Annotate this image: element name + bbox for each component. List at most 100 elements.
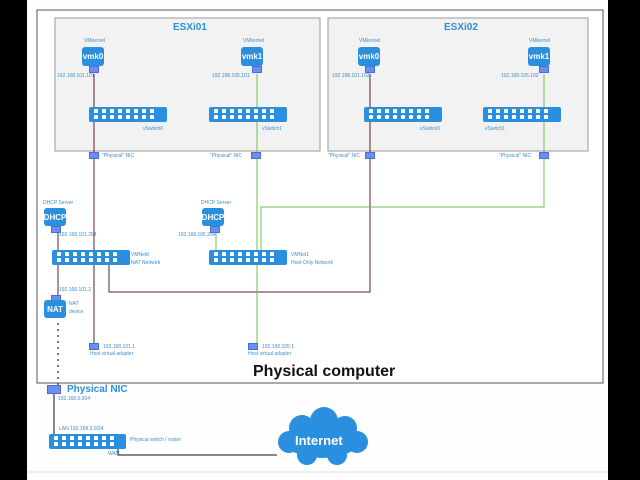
switch-port (118, 109, 122, 113)
physical-switch-label: Physical switch / router (130, 437, 182, 443)
switch-port (102, 115, 106, 119)
switch-port (230, 252, 234, 256)
switch-port (246, 252, 250, 256)
switch-port (62, 442, 66, 446)
switch-port (262, 115, 266, 119)
esxi02-vswitch0[interactable] (364, 107, 442, 122)
esxi02-vmk1-caption: VMkernel (529, 38, 551, 44)
esxi01-vmk1-caption: VMkernel (243, 38, 265, 44)
lan-label: LAN 192.168.0.0/24 (59, 426, 104, 432)
switch-port (528, 115, 532, 119)
switch-port (270, 252, 274, 256)
switch-port (126, 115, 130, 119)
esxi02-vmk1[interactable]: vmk1 (528, 47, 550, 66)
switch-port (214, 252, 218, 256)
nat-host-adapter-ip: 192.168.101.1 (103, 344, 135, 350)
switch-port (262, 252, 266, 256)
switch-port (57, 252, 61, 256)
switch-port (425, 109, 429, 113)
esxi01-vswitch0-label: vSwitch0 (143, 126, 164, 132)
switch-port (65, 258, 69, 262)
switch-port (504, 115, 508, 119)
nat-device-ip: 192.168.101.2 (59, 287, 91, 293)
switch-port (222, 252, 226, 256)
switch-port (544, 109, 548, 113)
switch-port (70, 436, 74, 440)
switch-port (246, 109, 250, 113)
switch-port (110, 436, 114, 440)
esxi02-vmk0[interactable]: vmk0 (358, 47, 380, 66)
switch-port (57, 258, 61, 262)
switch-port (150, 115, 154, 119)
switch-port (238, 252, 242, 256)
diagram-canvas: ESXi01 VMkernel vmk0 192.168.101.101 VMk… (27, 0, 608, 480)
esxi02-title: ESXi02 (444, 22, 478, 33)
vmnet8-switch[interactable] (52, 250, 130, 265)
switch-port (393, 115, 397, 119)
switch-port (62, 436, 66, 440)
switch-port (238, 258, 242, 262)
switch-port (254, 115, 258, 119)
esxi01-nic0-label: "Physical" NIC (102, 153, 135, 159)
switch-port (369, 109, 373, 113)
esxi02-vmk0-nic-icon (365, 66, 375, 73)
switch-port (73, 258, 77, 262)
hostonly-dhcp-server[interactable]: DHCP (202, 208, 224, 226)
esxi01-vmk1-nic-icon (252, 66, 262, 73)
nat-device[interactable]: NAT (44, 300, 66, 318)
vmnet1-switch[interactable] (209, 250, 287, 265)
switch-port (393, 109, 397, 113)
switch-port (230, 109, 234, 113)
switch-port (385, 109, 389, 113)
switch-port (105, 252, 109, 256)
switch-port (214, 109, 218, 113)
esxi01-vmk1[interactable]: vmk1 (241, 47, 263, 66)
switch-port (488, 115, 492, 119)
switch-port (86, 436, 90, 440)
esxi02-vswitch1[interactable] (483, 107, 561, 122)
esxi01-vswitch0[interactable] (89, 107, 167, 122)
vmnet1-name: VMNet1 (291, 252, 310, 258)
switch-port (97, 258, 101, 262)
hostonly-dhcp-nic-icon (210, 226, 220, 233)
hostonly-dhcp-ip: 192.168.105.254 (178, 232, 216, 238)
esxi02-nic1-label: "Physical" NIC (499, 153, 532, 159)
physical-switch-router[interactable] (49, 434, 126, 449)
switch-port (230, 258, 234, 262)
hostonly-host-adapter-ip: 192.168.105.1 (262, 344, 294, 350)
esxi02-vswitch0-label: vSwitch0 (420, 126, 441, 132)
esxi01-vmk0-ip: 192.168.101.101 (57, 73, 95, 79)
switch-port (544, 115, 548, 119)
switch-port (417, 115, 421, 119)
switch-port (142, 109, 146, 113)
switch-port (230, 115, 234, 119)
physical-computer-title: Physical computer (253, 363, 396, 380)
switch-port (536, 109, 540, 113)
switch-port (150, 109, 154, 113)
hostonly-dhcp-caption: DHCP Server (201, 200, 232, 206)
esxi01-vswitch1[interactable] (209, 107, 287, 122)
switch-port (254, 109, 258, 113)
switch-port (54, 436, 58, 440)
switch-port (97, 252, 101, 256)
internet-cloud-icon (278, 407, 368, 465)
switch-port (78, 436, 82, 440)
esxi01-vmk1-ip: 192.168.105.101 (212, 73, 250, 79)
switch-port (262, 109, 266, 113)
nat-host-adapter-icon (89, 343, 99, 350)
esxi01-vmk0[interactable]: vmk0 (82, 47, 104, 66)
switch-port (65, 252, 69, 256)
wan-label: WAN (108, 451, 120, 457)
esxi02-vswitch1-label: vSwitch1 (485, 126, 506, 132)
nat-dhcp-ip: 192.168.101.254 (59, 232, 97, 238)
switch-port (113, 258, 117, 262)
switch-port (246, 258, 250, 262)
physical-nic-icon (47, 385, 61, 394)
nat-dhcp-nic-icon (51, 226, 61, 233)
switch-port (110, 115, 114, 119)
switch-port (81, 258, 85, 262)
nat-dhcp-server[interactable]: DHCP (44, 208, 66, 226)
physical-nic-label: Physical NIC (67, 384, 128, 395)
esxi02-nic0-label: "Physical" NIC (328, 153, 361, 159)
esxi02-nic0-icon (365, 152, 375, 159)
